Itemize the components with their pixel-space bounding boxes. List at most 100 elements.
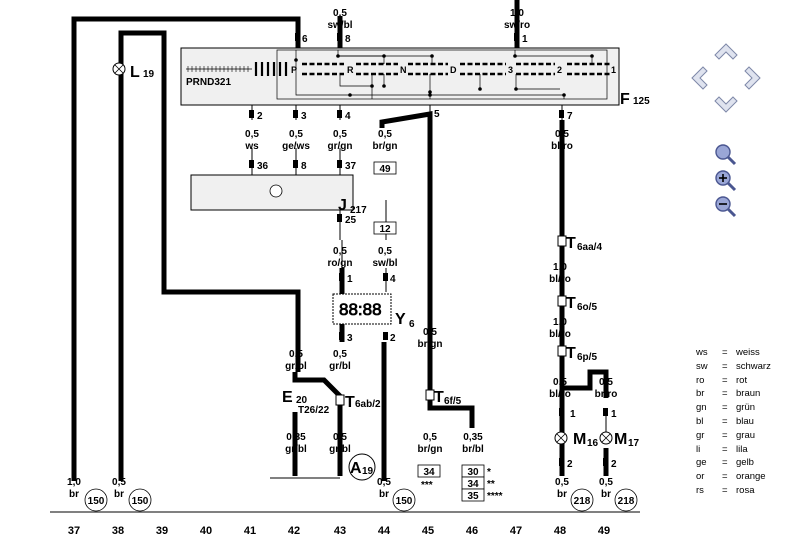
legend-row: rs = rosa: [696, 484, 771, 498]
column-number: 41: [244, 525, 256, 537]
pin-number: 2: [611, 459, 617, 470]
wire-color: ws: [244, 141, 259, 152]
wire-size: 1,0: [553, 262, 567, 273]
arrow-down-icon[interactable]: [713, 90, 739, 116]
t6f5-letter: T: [434, 389, 444, 406]
legend-code: gr: [696, 429, 705, 441]
wire-size: 1,0: [67, 477, 81, 488]
legend-code: ro: [696, 374, 705, 386]
wire-size: 1,0: [510, 8, 524, 19]
pin-number: 1: [611, 409, 617, 420]
wire-size: 0,5: [289, 349, 303, 360]
wire-color: gr/bl: [329, 361, 351, 372]
column-number: 45: [422, 525, 434, 537]
reference-box: 30: [467, 467, 479, 478]
wire-color: br/ro: [595, 389, 618, 400]
pin-number: 7: [567, 111, 573, 122]
wire-color: sw/bl: [372, 258, 397, 269]
legend-row: ro=rot: [696, 374, 771, 388]
arrow-left-icon[interactable]: [688, 65, 714, 91]
wire-color: br: [69, 489, 79, 500]
legend-name: gelb: [736, 457, 754, 469]
legend-code: ge: [696, 457, 707, 469]
column-number: 42: [288, 525, 300, 537]
zoom-in-icon[interactable]: [713, 168, 737, 192]
zoom-out-icon[interactable]: [713, 194, 737, 218]
legend-eq: =: [722, 402, 728, 414]
legend-row: gr = grau: [696, 429, 771, 443]
wire-size: 0,35: [286, 432, 306, 443]
wire-size: 0,5: [423, 432, 437, 443]
pin-number: 6: [302, 34, 308, 45]
arrow-right-icon[interactable]: [738, 65, 764, 91]
wire-size: 0,5: [599, 477, 613, 488]
pin-number: 2: [567, 459, 573, 470]
column-number: 44: [378, 525, 391, 537]
wire-size: 0,35: [463, 432, 483, 443]
legend-name: rosa: [736, 484, 755, 496]
wire-size: 0,5: [333, 432, 347, 443]
legend-eq: =: [722, 484, 728, 496]
y6-letter: Y: [395, 311, 406, 328]
e20-sub: 20: [296, 395, 308, 406]
legend-row: sw=schwarz: [696, 360, 771, 374]
pin-number: 5: [434, 109, 440, 120]
legend-eq: =: [722, 374, 728, 386]
pin-number: 25: [345, 215, 357, 226]
ground-point: 150: [396, 496, 413, 507]
legend-row: gn=grün: [696, 401, 771, 415]
pin-number: 3: [301, 111, 307, 122]
e20-letter: E: [282, 389, 293, 406]
arrow-up-icon[interactable]: [713, 40, 739, 66]
pin-number: 3: [347, 333, 353, 344]
column-number: 49: [598, 525, 610, 537]
reference-box: 35: [467, 491, 479, 502]
legend-row: br=braun: [696, 387, 771, 401]
legend-code: rs: [696, 484, 704, 496]
legend-code: ws: [696, 347, 708, 358]
wire-size: 0,5: [378, 246, 392, 257]
wire-color: bl/ro: [549, 329, 571, 340]
wire-color: gr/gn: [328, 141, 353, 152]
pin-number: 4: [390, 274, 396, 285]
legend-eq: =: [722, 347, 728, 358]
wire-color: bl/ro: [551, 141, 573, 152]
m16-sub: 16: [587, 438, 599, 449]
f125-letter: F: [620, 91, 630, 108]
pin-number: 4: [345, 111, 351, 122]
t6f5-sub: 6f/5: [444, 396, 462, 407]
legend-name: braun: [736, 388, 761, 400]
selector-label: PRND321: [186, 77, 231, 88]
legend-eq: =: [722, 388, 728, 400]
wire-color: bl/ro: [549, 389, 571, 400]
color-legend: ws=weiss sw=schwarz ro=rot br=braun gn=g…: [696, 346, 771, 498]
legend-eq: =: [722, 429, 728, 441]
pin-number: 2: [390, 333, 396, 344]
position-r: R: [347, 65, 354, 75]
column-number: 47: [510, 525, 522, 537]
reference-box: 34: [423, 467, 435, 478]
t6ab2-sub: 6ab/2: [355, 399, 381, 410]
legend-eq: =: [722, 360, 728, 372]
reference-box: 34: [467, 479, 479, 490]
wire-color: br/gn: [418, 339, 443, 350]
wire-color: gr/bl: [285, 444, 307, 455]
legend-name: grau: [736, 429, 756, 441]
a19-sub: 19: [362, 466, 374, 477]
footnote-mark: **: [487, 479, 495, 490]
wire-size: 0,5: [555, 477, 569, 488]
pin-number: 1: [570, 409, 576, 420]
component-a19: A 19: [348, 453, 376, 481]
t6aa4-sub: 6aa/4: [577, 242, 602, 253]
zoom-magnifier-icon[interactable]: [713, 142, 737, 166]
legend-eq: =: [722, 415, 728, 427]
legend-code: li: [696, 443, 701, 455]
lamp-m17: M 17: [599, 431, 640, 449]
footnote-mark: *: [487, 467, 491, 478]
selector-switch-f125: PRND321 P R N D 3 2 1 F 125: [180, 47, 650, 108]
wire-size: 0,5: [423, 327, 437, 338]
wire-size: 0,5: [378, 129, 392, 140]
legend-name: lila: [736, 443, 748, 455]
pin-number: 8: [345, 34, 351, 45]
legend-row: or=orange: [696, 470, 771, 484]
